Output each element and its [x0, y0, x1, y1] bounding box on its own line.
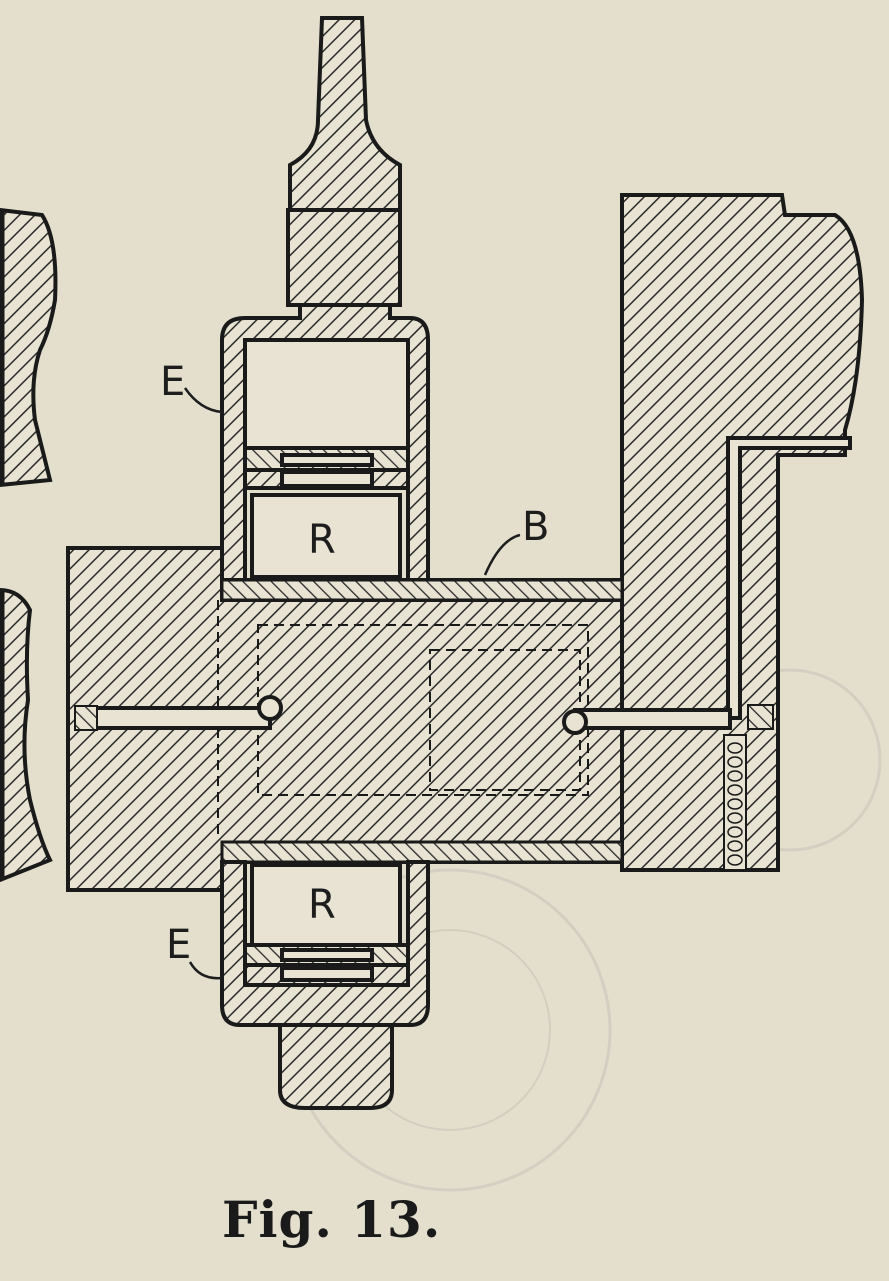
top-bearing-housing — [220, 303, 430, 582]
label-e-top: E — [160, 359, 185, 405]
bottom-bearing-housing — [220, 860, 430, 1110]
right-upright-block — [620, 193, 865, 872]
main-body — [66, 546, 774, 892]
labels: E R B R E — [160, 359, 549, 980]
label-b: B — [522, 504, 549, 550]
label-r-bottom: R — [308, 882, 336, 928]
figure-caption: Fig. 13. — [222, 1190, 442, 1249]
left-shaft-fragment — [0, 207, 58, 883]
label-r-top: R — [308, 517, 336, 563]
label-e-bottom: E — [166, 922, 191, 968]
top-spindle — [286, 16, 402, 307]
